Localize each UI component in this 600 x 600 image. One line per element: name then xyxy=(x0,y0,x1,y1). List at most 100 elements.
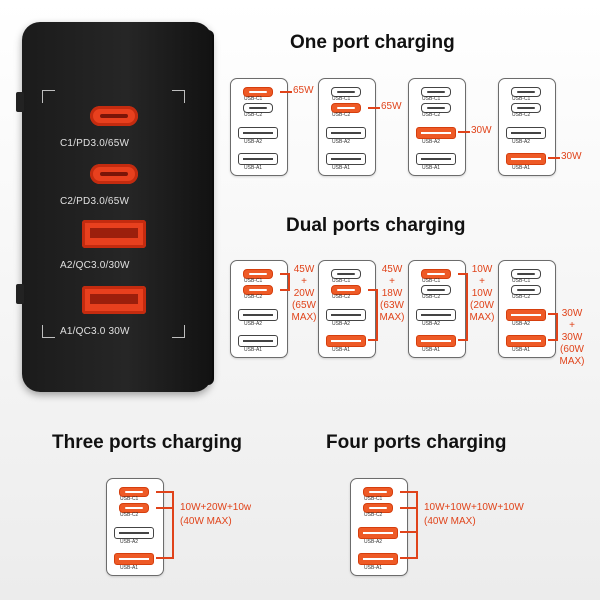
dual-2-port-a2 xyxy=(326,309,366,321)
three-text-1: 10W+20W+10w xyxy=(180,502,252,513)
one-2-port-a1 xyxy=(326,153,366,165)
one-3-port-label-c1: USB-C1 xyxy=(422,96,441,102)
four-port-label-c1: USB-C1 xyxy=(364,496,383,502)
three-port-a2 xyxy=(114,527,154,539)
dual-1-connector-2 xyxy=(280,289,288,291)
dual-2-port-label-a2: USB-A2 xyxy=(332,321,351,327)
dual-3-text-2: + xyxy=(479,276,485,287)
heading-dual-ports: Dual ports charging xyxy=(286,215,466,236)
one-4-port-a1 xyxy=(506,153,546,165)
dual-4-port-label-c2: USB-C2 xyxy=(512,294,531,300)
dual-3-text-3: 10W xyxy=(471,288,493,299)
three-connector-1 xyxy=(156,491,172,493)
dual-1-port-label-a2: USB-A2 xyxy=(244,321,263,327)
dual-4-port-label-a1: USB-A1 xyxy=(512,347,531,353)
one-3-port-c1 xyxy=(421,87,451,97)
three-connector-2 xyxy=(156,507,172,509)
four-port-label-a1: USB-A1 xyxy=(364,565,383,571)
dual-2-text-1: 45W xyxy=(381,264,403,275)
one-4-connector xyxy=(548,157,560,159)
four-port-c1 xyxy=(363,487,393,497)
dual-2-connector-2 xyxy=(368,339,376,341)
charger-body: C1/PD3.0/65W C2/PD3.0/65W A2/QC3.0/30W A… xyxy=(22,22,212,392)
dual-1-text-4: (65W xyxy=(292,300,316,311)
dual-3-port-label-c1: USB-C1 xyxy=(422,278,441,284)
dual-3-text-1: 10W xyxy=(471,264,493,275)
three-connector-3 xyxy=(156,557,172,559)
four-bracket xyxy=(416,491,418,559)
one-4-port-c1 xyxy=(511,87,541,97)
dual-4-text-5: MAX) xyxy=(559,356,585,367)
usb-c1-port[interactable] xyxy=(90,106,138,126)
one-2-port-c1 xyxy=(331,87,361,97)
one-4-port-label-a2: USB-A2 xyxy=(512,139,531,145)
three-port-c1 xyxy=(119,487,149,497)
dual-3-port-a1 xyxy=(416,335,456,347)
one-1-port-a2 xyxy=(238,127,278,139)
port-label-a1: A1/QC3.0 30W xyxy=(60,326,130,337)
four-port-a2 xyxy=(358,527,398,539)
dual-4-text-3: 30W xyxy=(561,332,583,343)
usb-c2-port[interactable] xyxy=(90,164,138,184)
three-port-a1 xyxy=(114,553,154,565)
dual-3-connector-2 xyxy=(458,339,466,341)
three-port-label-a1: USB-A1 xyxy=(120,565,139,571)
usb-a1-port[interactable] xyxy=(82,286,146,314)
one-1-port-label-c2: USB-C2 xyxy=(244,112,263,118)
dual-2-port-c2 xyxy=(331,285,361,295)
four-text-2: (40W MAX) xyxy=(424,516,476,527)
dual-1-connector-1 xyxy=(280,273,288,275)
dual-3-port-label-a1: USB-A1 xyxy=(422,347,441,353)
dual-1-text-5: MAX) xyxy=(291,312,317,323)
one-2-port-a2 xyxy=(326,127,366,139)
dual-2-port-label-a1: USB-A1 xyxy=(332,347,351,353)
one-3-port-a1 xyxy=(416,153,456,165)
dual-4-text-1: 30W xyxy=(561,308,583,319)
four-text-1: 10W+10W+10W+10W xyxy=(424,502,524,513)
dual-1-bracket xyxy=(288,273,290,291)
one-3-port-c2 xyxy=(421,103,451,113)
four-connector-3 xyxy=(400,531,416,533)
one-2-port-label-a2: USB-A2 xyxy=(332,139,351,145)
four-port-a1 xyxy=(358,553,398,565)
dual-2-port-label-c2: USB-C2 xyxy=(332,294,351,300)
dual-4-port-c1 xyxy=(511,269,541,279)
dual-1-port-a1 xyxy=(238,335,278,347)
dual-2-text-4: (63W xyxy=(380,300,404,311)
heading-four-ports: Four ports charging xyxy=(326,432,507,453)
one-4-port-label-c2: USB-C2 xyxy=(512,112,531,118)
one-2-port-label-c2: USB-C2 xyxy=(332,112,351,118)
one-4-wattage: 30W xyxy=(561,151,582,162)
usb-a2-port[interactable] xyxy=(82,220,146,248)
three-bracket xyxy=(172,491,174,559)
one-3-port-label-a1: USB-A1 xyxy=(422,165,441,171)
one-2-port-c2 xyxy=(331,103,361,113)
one-4-port-c2 xyxy=(511,103,541,113)
dual-4-text-4: (60W xyxy=(560,344,584,355)
one-4-port-a2 xyxy=(506,127,546,139)
dual-4-text-2: + xyxy=(569,320,575,331)
port-label-c2: C2/PD3.0/65W xyxy=(60,196,130,207)
bracket-tr xyxy=(172,90,185,103)
dual-2-port-label-c1: USB-C1 xyxy=(332,278,351,284)
dual-4-port-c2 xyxy=(511,285,541,295)
dual-2-bracket xyxy=(376,289,378,341)
charger-clip-top xyxy=(16,92,24,112)
dual-2-text-3: 18W xyxy=(381,288,403,299)
dual-4-bracket xyxy=(556,313,558,341)
one-4-port-label-a1: USB-A1 xyxy=(512,165,531,171)
three-port-label-c2: USB-C2 xyxy=(120,512,139,518)
dual-2-port-c1 xyxy=(331,269,361,279)
one-1-port-a1 xyxy=(238,153,278,165)
three-port-label-c1: USB-C1 xyxy=(120,496,139,502)
dual-3-text-5: MAX) xyxy=(469,312,495,323)
dual-1-port-label-c1: USB-C1 xyxy=(244,278,263,284)
dual-1-port-label-c2: USB-C2 xyxy=(244,294,263,300)
one-1-port-label-a2: USB-A2 xyxy=(244,139,263,145)
one-1-connector xyxy=(280,91,292,93)
four-port-c2 xyxy=(363,503,393,513)
dual-1-text-3: 20W xyxy=(293,288,315,299)
